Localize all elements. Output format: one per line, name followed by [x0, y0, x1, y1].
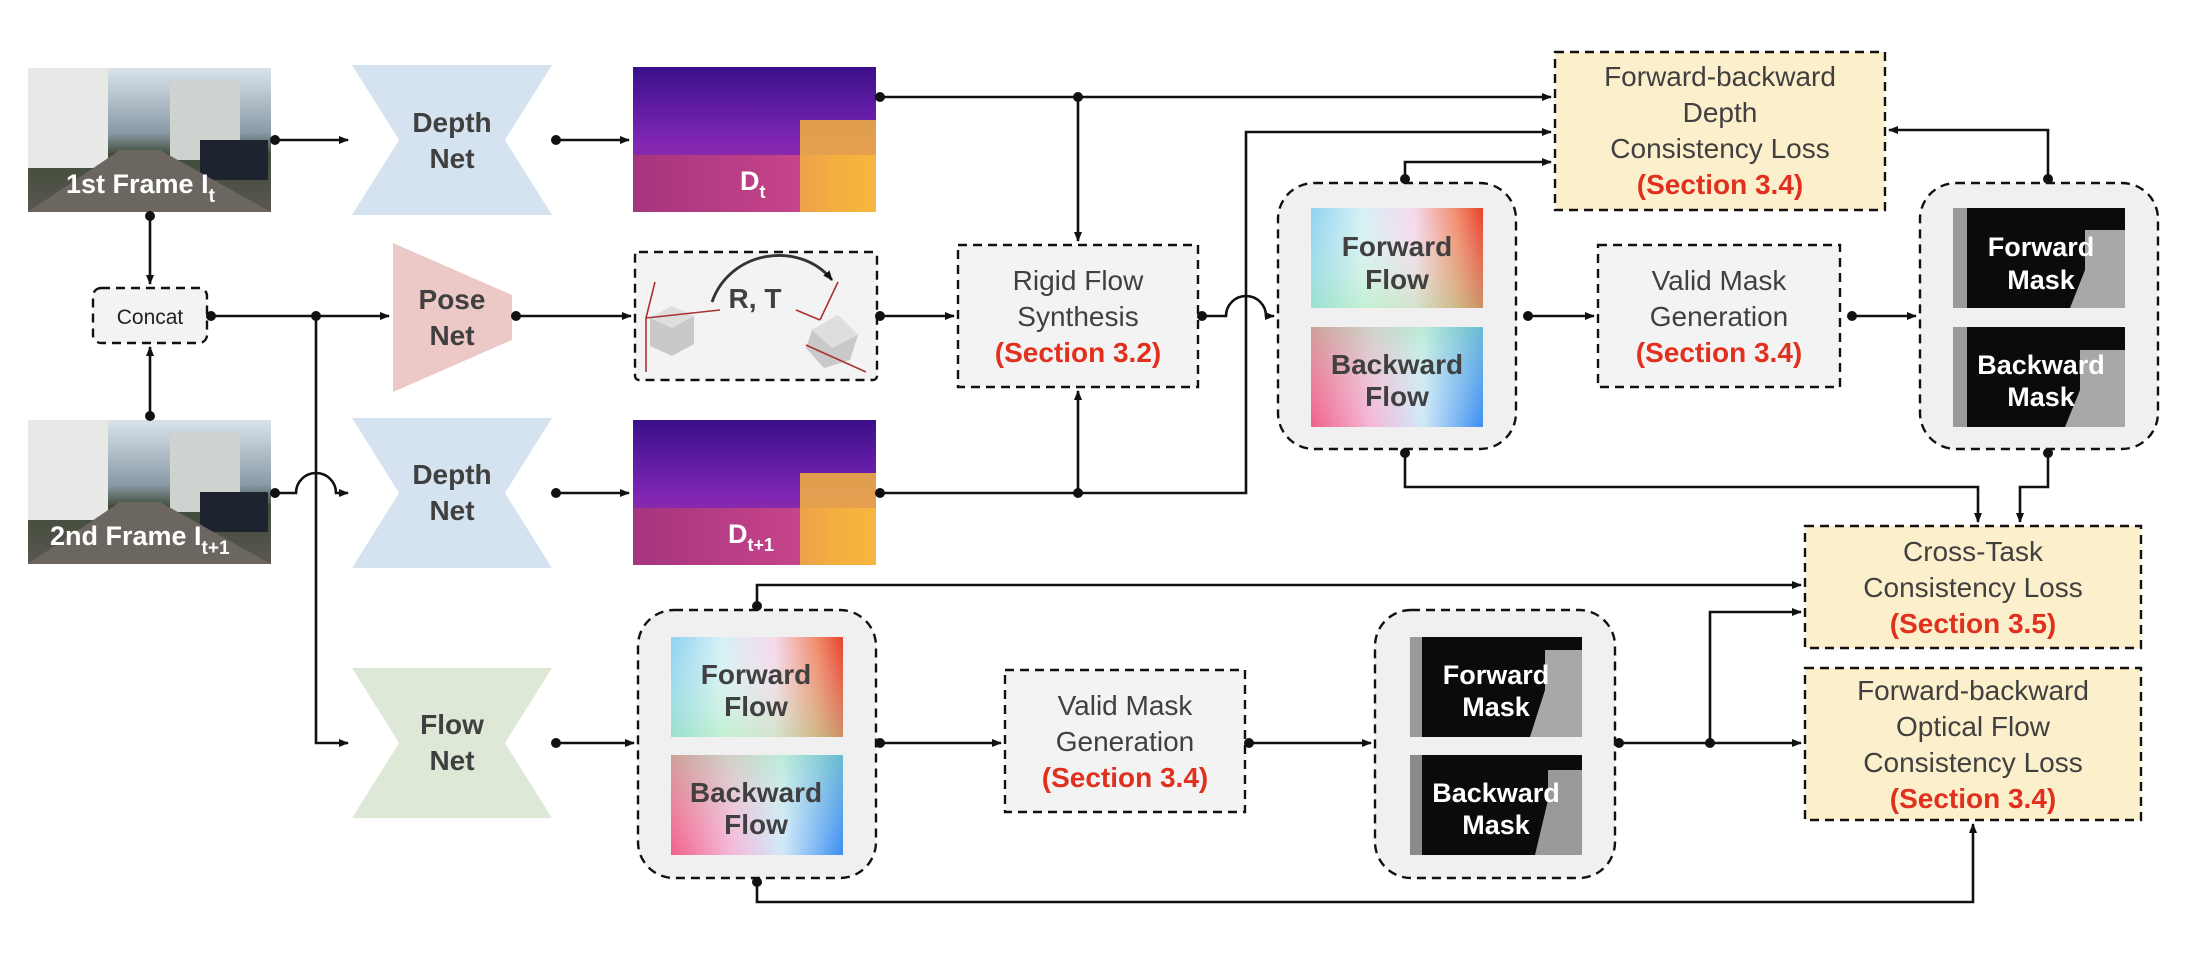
top-forward-mask-1: Forward	[1988, 232, 2095, 262]
edge-dt1-fbdepth	[1078, 128, 1552, 495]
rigid-backward-flow-2: Flow	[1365, 381, 1429, 412]
svg-text:1st Frame It: 1st Frame It	[66, 169, 216, 207]
camera-cube-left	[645, 281, 721, 372]
svg-text:2nd Frame It+1: 2nd Frame It+1	[50, 521, 230, 559]
depth-map-top: Dt	[633, 67, 876, 212]
top-backward-mask-2: Mask	[2007, 382, 2076, 412]
edge-rigid-group	[1202, 294, 1275, 320]
fb-depth-line-3: Consistency Loss	[1610, 133, 1829, 164]
bottom-backward-mask-1: Backward	[1432, 778, 1560, 808]
fb-flow-line-2: Optical Flow	[1896, 711, 2051, 742]
second-frame-label: 2nd Frame I	[50, 521, 202, 551]
depth-net-top-label-2: Net	[429, 143, 474, 174]
rigid-forward-flow-2: Flow	[1365, 264, 1429, 295]
edge-rigidgroup-fbdepth	[1403, 158, 1552, 179]
cross-task-consistency-loss: Cross-Task Consistency Loss (Section 3.5…	[1803, 524, 2143, 650]
second-frame-subscript: t+1	[202, 538, 230, 559]
svg-text:Dt+1: Dt+1	[728, 519, 774, 555]
fb-depth-line-1: Forward-backward	[1604, 61, 1836, 92]
optical-backward-flow-1: Backward	[690, 777, 822, 808]
cross-task-line-2: Consistency Loss	[1863, 572, 2082, 603]
flow-net-label-1: Flow	[420, 709, 484, 740]
pose-net-label-2: Net	[429, 320, 474, 351]
valid-mask-generation-top: Valid Mask Generation (Section 3.4)	[1596, 243, 1842, 389]
edge-concat-flownet	[314, 316, 349, 747]
edge-dt1-rigid	[880, 390, 1082, 495]
optical-flow-group: Forward Flow Backward Flow	[636, 608, 878, 880]
edge-maskgroup-crosstask-bottom	[1708, 608, 1802, 743]
flow-net-label-2: Net	[429, 745, 474, 776]
depth-net-top-label-1: Depth	[412, 107, 491, 138]
edge-flowgroup-crosstask	[755, 581, 1802, 606]
top-backward-mask-1: Backward	[1977, 350, 2105, 380]
camera-cube-right	[795, 281, 867, 373]
depth-top-label: D	[740, 166, 760, 196]
edge-maskgroup-crosstask	[2016, 453, 2050, 523]
depth-bottom-label: D	[728, 519, 748, 549]
bottom-backward-mask-2: Mask	[1462, 810, 1531, 840]
rigid-flow-group: Forward Flow Backward Flow	[1276, 181, 1518, 451]
optical-backward-flow-2: Flow	[724, 809, 788, 840]
fb-flow-section: (Section 3.4)	[1890, 783, 2056, 814]
rigid-flow-section: (Section 3.2)	[995, 337, 1161, 368]
pose-output-box: R, T	[633, 250, 879, 382]
rigid-flow-synthesis-box: Rigid Flow Synthesis (Section 3.2)	[956, 243, 1200, 389]
bottom-forward-mask-2: Mask	[1462, 692, 1531, 722]
svg-text:Dt: Dt	[740, 166, 766, 202]
edge-frame2-depthnet	[275, 471, 349, 497]
edge-maskgroup-fbdepth	[1888, 126, 2050, 179]
valid-mask-bottom-line-2: Generation	[1056, 726, 1195, 757]
valid-mask-generation-bottom: Valid Mask Generation (Section 3.4)	[1003, 668, 1247, 814]
cross-task-line-1: Cross-Task	[1903, 536, 2044, 567]
mask-group-top: Forward Mask Backward Mask	[1918, 181, 2160, 451]
pose-net-label-1: Pose	[419, 284, 486, 315]
valid-mask-top-line-1: Valid Mask	[1652, 265, 1788, 296]
valid-mask-bottom-line-1: Valid Mask	[1058, 690, 1194, 721]
valid-mask-top-section: (Section 3.4)	[1636, 337, 1802, 368]
rigid-backward-flow-1: Backward	[1331, 349, 1463, 380]
depth-bottom-subscript: t+1	[748, 535, 775, 555]
first-frame-subscript: t	[209, 186, 216, 207]
top-forward-mask-2: Mask	[2007, 265, 2076, 295]
fb-depth-section: (Section 3.4)	[1637, 169, 1803, 200]
fb-depth-consistency-loss: Forward-backward Depth Consistency Loss …	[1553, 50, 1887, 212]
optical-forward-flow-1: Forward	[701, 659, 811, 690]
valid-mask-top-line-2: Generation	[1650, 301, 1789, 332]
flow-net: Flow Net	[352, 668, 552, 818]
pose-net: Pose Net	[393, 243, 512, 392]
second-frame-image: 2nd Frame It+1	[28, 420, 271, 564]
fb-optical-flow-consistency-loss: Forward-backward Optical Flow Consistenc…	[1803, 666, 2143, 822]
depth-top-subscript: t	[760, 182, 766, 202]
first-frame-image: 1st Frame It	[28, 68, 271, 212]
depth-net-bottom-label-2: Net	[429, 495, 474, 526]
connectors	[145, 92, 2053, 904]
fb-flow-line-1: Forward-backward	[1857, 675, 2089, 706]
valid-mask-bottom-section: (Section 3.4)	[1042, 762, 1208, 793]
depth-net-top: Depth Net	[352, 65, 552, 215]
fb-depth-line-2: Depth	[1683, 97, 1758, 128]
cross-task-section: (Section 3.5)	[1890, 608, 2056, 639]
edge-flowgroup-fbflow	[755, 823, 1977, 904]
rigid-flow-line-2: Synthesis	[1017, 301, 1138, 332]
edge-rigidgroup-crosstask	[1403, 453, 1982, 523]
depth-net-bottom: Depth Net	[352, 418, 552, 568]
rigid-forward-flow-1: Forward	[1342, 231, 1452, 262]
depth-map-bottom: Dt+1	[633, 420, 876, 565]
optical-forward-flow-2: Flow	[724, 691, 788, 722]
mask-group-bottom: Forward Mask Backward Mask	[1373, 608, 1617, 880]
concat-label: Concat	[117, 306, 184, 329]
rigid-flow-line-1: Rigid Flow	[1013, 265, 1144, 296]
bottom-forward-mask-1: Forward	[1443, 660, 1550, 690]
concat-box: Concat	[91, 286, 209, 345]
first-frame-label: 1st Frame I	[66, 169, 209, 199]
depth-net-bottom-label-1: Depth	[412, 459, 491, 490]
fb-flow-line-3: Consistency Loss	[1863, 747, 2082, 778]
pose-output-label: R, T	[729, 283, 782, 314]
